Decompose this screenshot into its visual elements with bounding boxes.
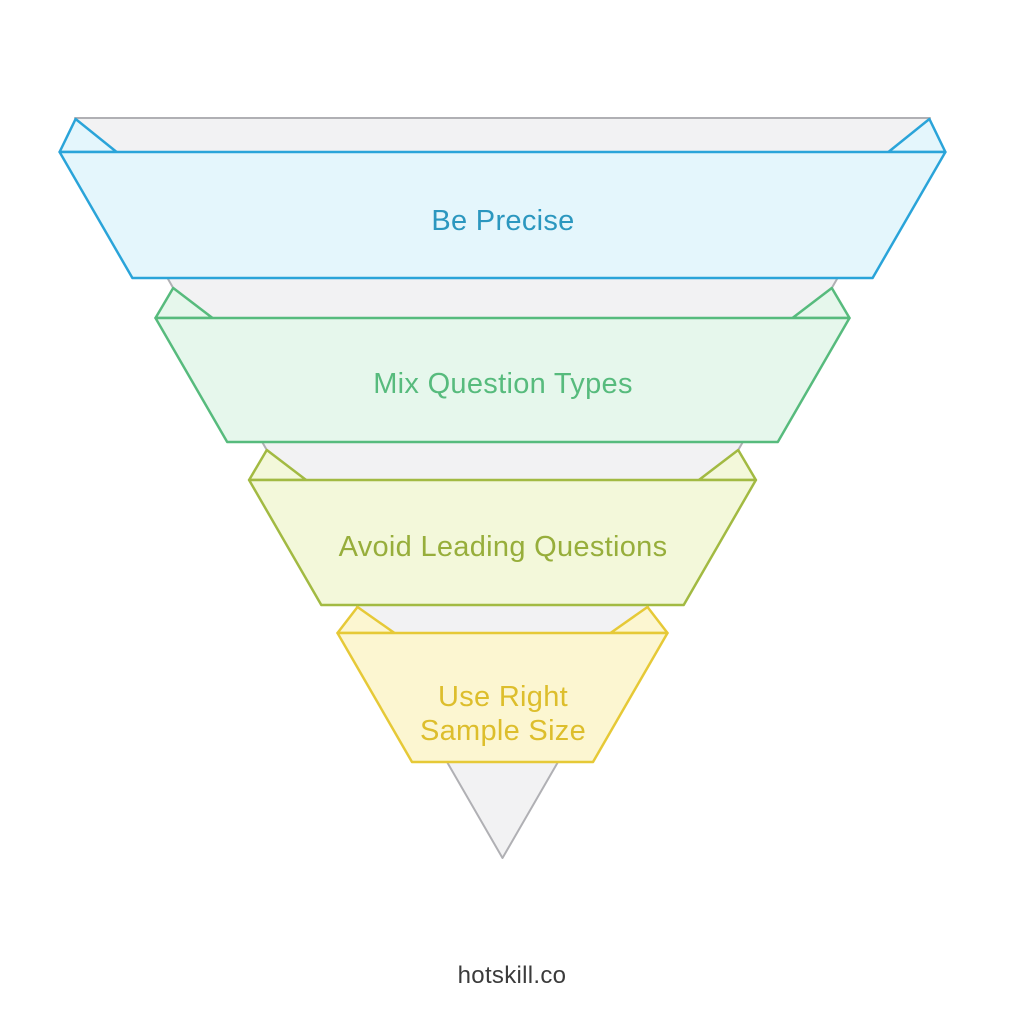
ribbon-body [247, 478, 758, 607]
ribbon-body [154, 316, 851, 444]
funnel-band-be-precise: Be Precise [58, 117, 947, 280]
ribbon-body [336, 631, 669, 764]
band-label: Be Precise [431, 205, 574, 237]
band-label-line-2: Sample Size [420, 715, 586, 747]
band-label: Mix Question Types [373, 368, 633, 400]
brand-footer: hotskill.co [457, 962, 567, 989]
band-label: Avoid Leading Questions [339, 531, 668, 563]
ribbon-body [58, 150, 947, 280]
funnel-band-mix-question-types: Mix Question Types [154, 286, 851, 444]
funnel-band-use-right-sample-size: Use Right Sample Size [336, 605, 669, 764]
band-label-line-1: Use Right [438, 681, 568, 713]
funnel-band-avoid-leading-questions: Avoid Leading Questions [247, 448, 758, 607]
